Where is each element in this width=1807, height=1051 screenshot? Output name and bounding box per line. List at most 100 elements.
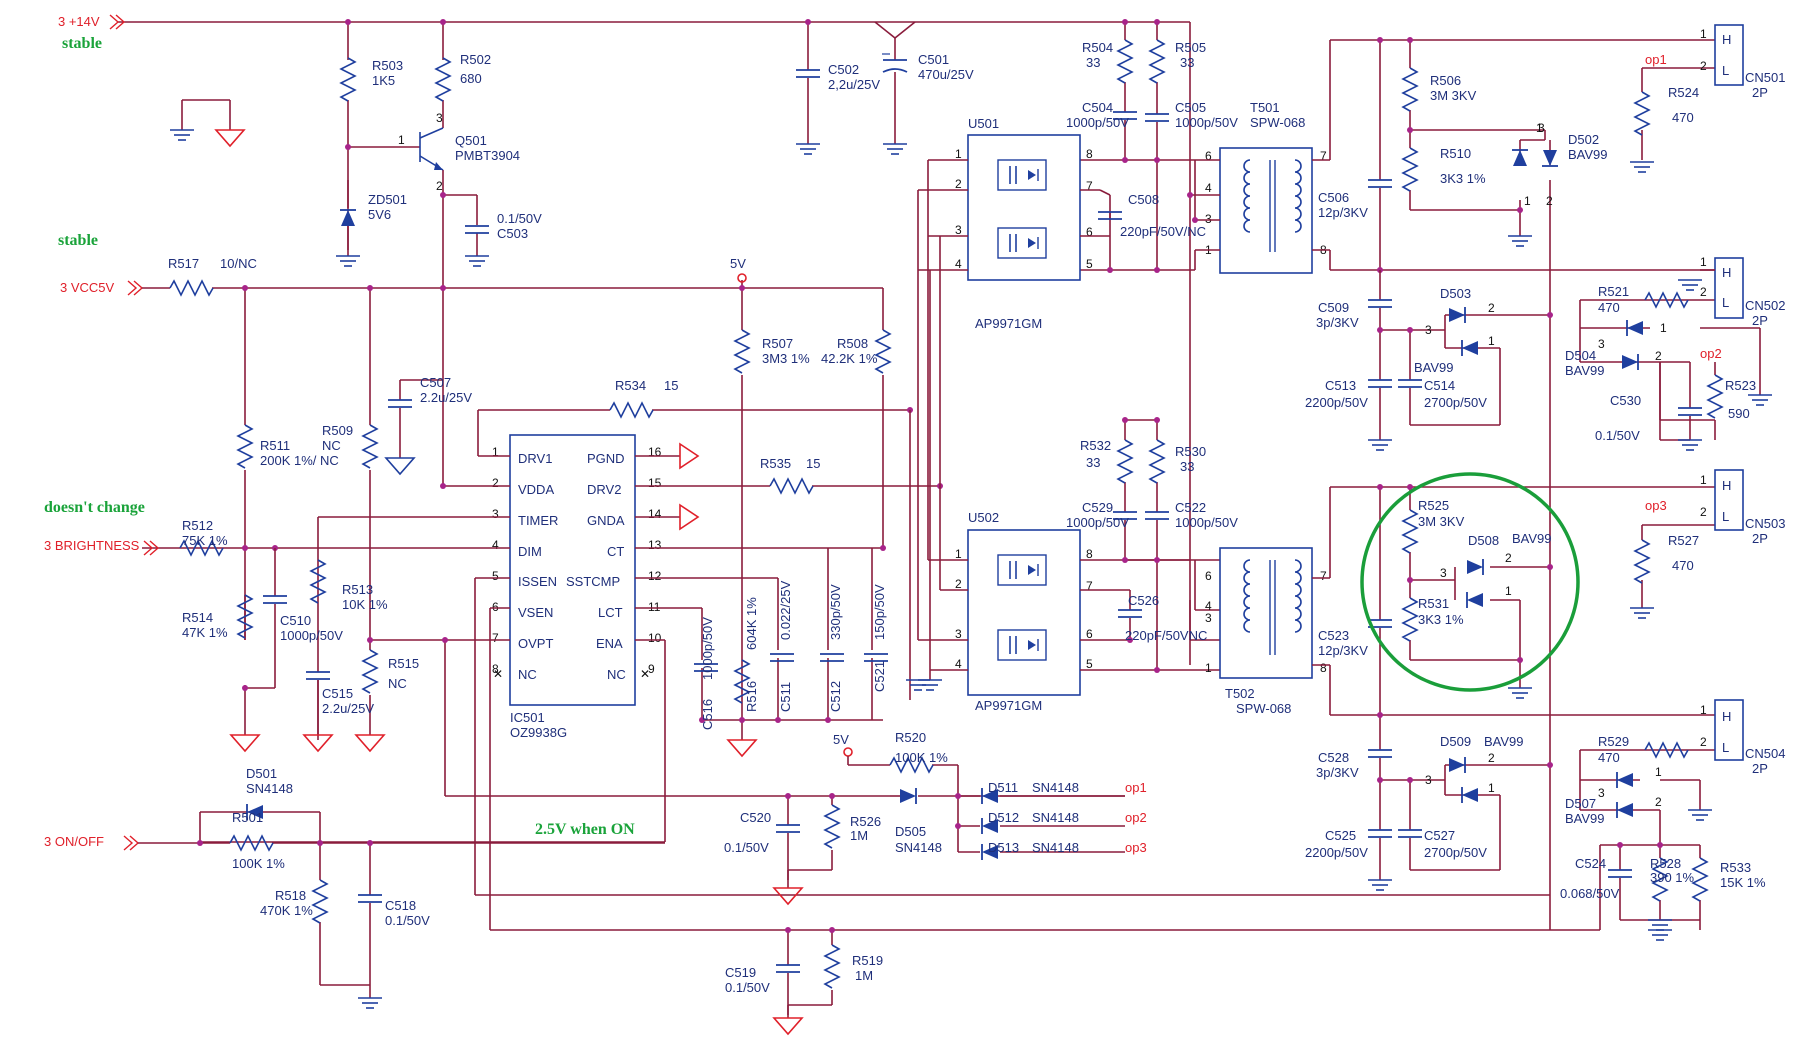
svg-text:8: 8 xyxy=(1086,147,1093,161)
d505-label: D505 xyxy=(895,824,926,839)
cn501-connector: H L 1 2 CN501 2P xyxy=(1700,24,1785,100)
r508-label: R508 xyxy=(837,336,868,351)
svg-text:15: 15 xyxy=(648,476,662,490)
svg-text:3: 3 xyxy=(492,507,499,521)
c520-label: C520 xyxy=(740,810,771,825)
highlight-circle xyxy=(1360,472,1580,692)
op3-net: op3 xyxy=(1125,840,1147,855)
c525-value: 2200p/50V xyxy=(1305,845,1368,860)
d501-value: SN4148 xyxy=(246,781,293,796)
c518-label: C518 xyxy=(385,898,416,913)
svg-text:CN504: CN504 xyxy=(1745,746,1785,761)
c521-label: C521 xyxy=(872,661,887,692)
c524-value: 0.068/50V xyxy=(1560,886,1620,901)
d507-value: BAV99 xyxy=(1565,811,1605,826)
svg-text:1: 1 xyxy=(1655,765,1662,779)
svg-text:L: L xyxy=(1722,63,1729,78)
svg-text:LCT: LCT xyxy=(598,605,623,620)
c505-value: 1000p/50V xyxy=(1175,115,1238,130)
svg-text:8: 8 xyxy=(1086,547,1093,561)
svg-text:1: 1 xyxy=(1700,27,1707,41)
c509-value: 3p/3KV xyxy=(1316,315,1359,330)
u502-mosfet: 1 2 3 4 8 7 6 5 U502 AP9971GM xyxy=(918,510,1093,713)
svg-text:OZ9938G: OZ9938G xyxy=(510,725,567,740)
r525-label: R525 xyxy=(1418,498,1449,513)
d508-value: BAV99 xyxy=(1512,531,1552,546)
svg-text:T501: T501 xyxy=(1250,100,1280,115)
svg-text:2: 2 xyxy=(1546,194,1553,208)
svg-text:4: 4 xyxy=(1205,599,1212,613)
svg-text:4: 4 xyxy=(955,657,962,671)
c525-label: C525 xyxy=(1325,828,1356,843)
c502-value: 2,2u/25V xyxy=(828,77,880,92)
svg-text:2: 2 xyxy=(1700,285,1707,299)
svg-text:H: H xyxy=(1722,478,1731,493)
c503-label: C503 xyxy=(497,226,528,241)
svg-text:1: 1 xyxy=(955,147,962,161)
svg-text:1: 1 xyxy=(1700,255,1707,269)
svg-text:1: 1 xyxy=(1488,781,1495,795)
r503-label: R503 xyxy=(372,58,403,73)
svg-text:2: 2 xyxy=(1655,795,1662,809)
annotation-doesnt-change: doesn't change xyxy=(44,499,145,516)
svg-text:SPW-068: SPW-068 xyxy=(1236,701,1291,716)
r507-value: 3M3 1% xyxy=(762,351,810,366)
c516-value: 1000p/50V xyxy=(700,617,715,680)
c526-label: C526 xyxy=(1128,593,1159,608)
c527-value: 2700p/50V xyxy=(1424,845,1487,860)
d511-value: SN4148 xyxy=(1032,780,1079,795)
r503-value: 1K5 xyxy=(372,73,395,88)
svg-text:2P: 2P xyxy=(1752,85,1768,100)
cn502-connector: H L 1 2 CN502 2P xyxy=(1700,255,1785,328)
svg-text:3: 3 xyxy=(955,223,962,237)
annotation-stable-2: stable xyxy=(58,232,98,249)
r504-value: 33 xyxy=(1086,55,1100,70)
svg-text:✕: ✕ xyxy=(493,667,503,681)
u501-mosfet: 1 2 3 4 8 7 6 5 U501 AP9971GM xyxy=(918,116,1093,331)
svg-text:8: 8 xyxy=(492,662,499,676)
svg-text:1: 1 xyxy=(1205,661,1212,675)
r504-label: R504 xyxy=(1082,40,1113,55)
r517-value: 10/NC xyxy=(220,256,257,271)
svg-text:2: 2 xyxy=(1700,735,1707,749)
r529-value: 470 xyxy=(1598,750,1620,765)
r514-value: 47K 1% xyxy=(182,625,228,640)
c503-value: 0.1/50V xyxy=(497,211,542,226)
svg-text:3: 3 xyxy=(955,627,962,641)
c504-value: 1000p/50V xyxy=(1066,115,1129,130)
d504-value: BAV99 xyxy=(1565,363,1605,378)
svg-text:L: L xyxy=(1722,295,1729,310)
r505-value: 33 xyxy=(1180,55,1194,70)
c522-label: C522 xyxy=(1175,500,1206,515)
rail-5v-b: 5V xyxy=(833,732,849,747)
svg-text:GNDA: GNDA xyxy=(587,513,625,528)
c507-value: 2.2u/25V xyxy=(420,390,472,405)
c510-value: 1000p/50V xyxy=(280,628,343,643)
r530-value: 33 xyxy=(1180,459,1194,474)
d509-value: BAV99 xyxy=(1484,734,1524,749)
r515-label: R515 xyxy=(388,656,419,671)
svg-text:H: H xyxy=(1722,265,1731,280)
r506-label: R506 xyxy=(1430,73,1461,88)
svg-text:4: 4 xyxy=(1205,181,1212,195)
svg-text:U501: U501 xyxy=(968,116,999,131)
svg-text:PGND: PGND xyxy=(587,451,625,466)
svg-text:7: 7 xyxy=(1086,179,1093,193)
svg-text:3: 3 xyxy=(1205,212,1212,226)
r531-label: R531 xyxy=(1418,596,1449,611)
r507-label: R507 xyxy=(762,336,793,351)
r526-label: R526 xyxy=(850,814,881,829)
c506-label: C506 xyxy=(1318,190,1349,205)
svg-text:3: 3 xyxy=(1598,337,1605,351)
svg-text:6: 6 xyxy=(1205,149,1212,163)
r521-label: R521 xyxy=(1598,284,1629,299)
r511-value: 200K 1%/ NC xyxy=(260,453,339,468)
c520-value: 0.1/50V xyxy=(724,840,769,855)
c501-value: 470u/25V xyxy=(918,67,974,82)
r524-value: 470 xyxy=(1672,110,1694,125)
svg-text:8: 8 xyxy=(1320,661,1327,675)
c526-value: 220pF/50VNC xyxy=(1125,628,1207,643)
c515-label: C515 xyxy=(322,686,353,701)
op1-net-cn501: op1 xyxy=(1645,52,1667,67)
